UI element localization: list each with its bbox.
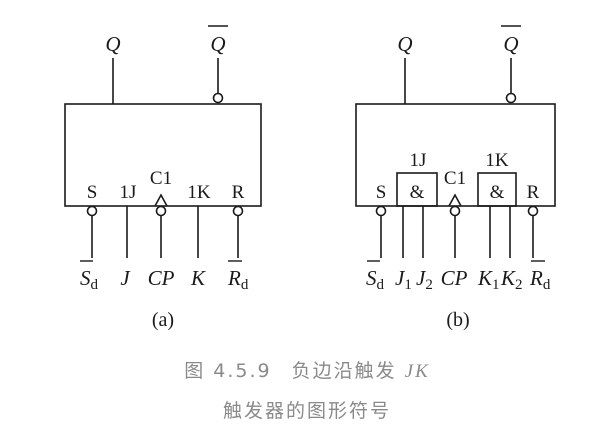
input-label-j-a: J [120,266,131,290]
output-label-qbar-a: Q [210,32,225,56]
inversion-bubble-cp-b [449,205,461,217]
input-label-j1-b: J1 [395,266,412,293]
caption-italic: JK [404,361,430,382]
input-label-k1-b: K1 [477,266,500,293]
and-symbol-k-b: & [490,182,505,203]
inversion-bubble-sd-a [86,205,98,217]
caption-text: 负边沿触发 [291,360,397,382]
diagram-b [355,25,556,262]
input-label-rd-a: Rd [227,266,249,293]
and-gate-k-b [477,172,517,207]
input-label-k2-b: K2 [500,266,523,293]
input-label-k-a: K [190,266,206,290]
and-gate-j-b [396,172,438,207]
diagram-label-a: (a) [152,309,174,331]
pin-label-k-a: 1K [187,182,211,203]
inversion-bubble-rd-b [527,205,539,217]
input-label-sd-a: Sd [80,266,99,293]
group-label-1k-b: 1K [485,150,509,171]
inversion-bubble-sd-b [375,205,387,217]
pin-label-s-b: S [376,182,387,203]
inversion-bubble-rd-a [232,205,244,217]
figure-number: 图 4.5.9 [184,360,272,382]
output-label-q-b: Q [397,32,412,56]
output-label-qbar-b: Q [503,32,518,56]
clock-triangle-a [154,193,168,207]
pin-label-s-a: S [87,182,98,203]
pin-label-r-a: R [232,182,245,203]
input-label-j2-b: J2 [416,266,433,293]
pin-label-j-a: 1J [120,182,137,203]
group-label-1j-b: 1J [410,150,427,171]
pin-label-r-b: R [527,182,540,203]
figure-caption: 图 4.5.9 负边沿触发 JK [0,356,614,383]
pin-label-c1-a: C1 [150,168,172,189]
input-label-rd-b: Rd [529,266,551,293]
inversion-bubble-qbar-a [212,92,224,104]
and-symbol-j-b: & [410,182,425,203]
inversion-bubble-qbar-b [505,92,517,104]
input-label-cp-b: CP [441,266,468,290]
input-label-cp-a: CP [148,266,175,290]
figure-caption-line2: 触发器的图形符号 [222,400,391,422]
diagram-a [64,25,262,262]
labels-a: Q Q S 1J C1 1K R Sd J CP K Rd (a) [80,32,249,331]
flip-flop-diagram: Q Q S 1J C1 1K R Sd J CP K Rd (a) [64,25,556,331]
inversion-bubble-cp-a [155,205,167,217]
pin-label-c1-b: C1 [444,168,466,189]
input-label-sd-b: Sd [366,266,385,293]
labels-b: Q Q 1J 1K C1 S R & & Sd J1 J2 CP K1 K2 R… [366,32,551,331]
diagram-label-b: (b) [446,309,469,331]
block-a [64,103,262,207]
output-label-q-a: Q [105,32,120,56]
clock-triangle-b [448,193,462,207]
